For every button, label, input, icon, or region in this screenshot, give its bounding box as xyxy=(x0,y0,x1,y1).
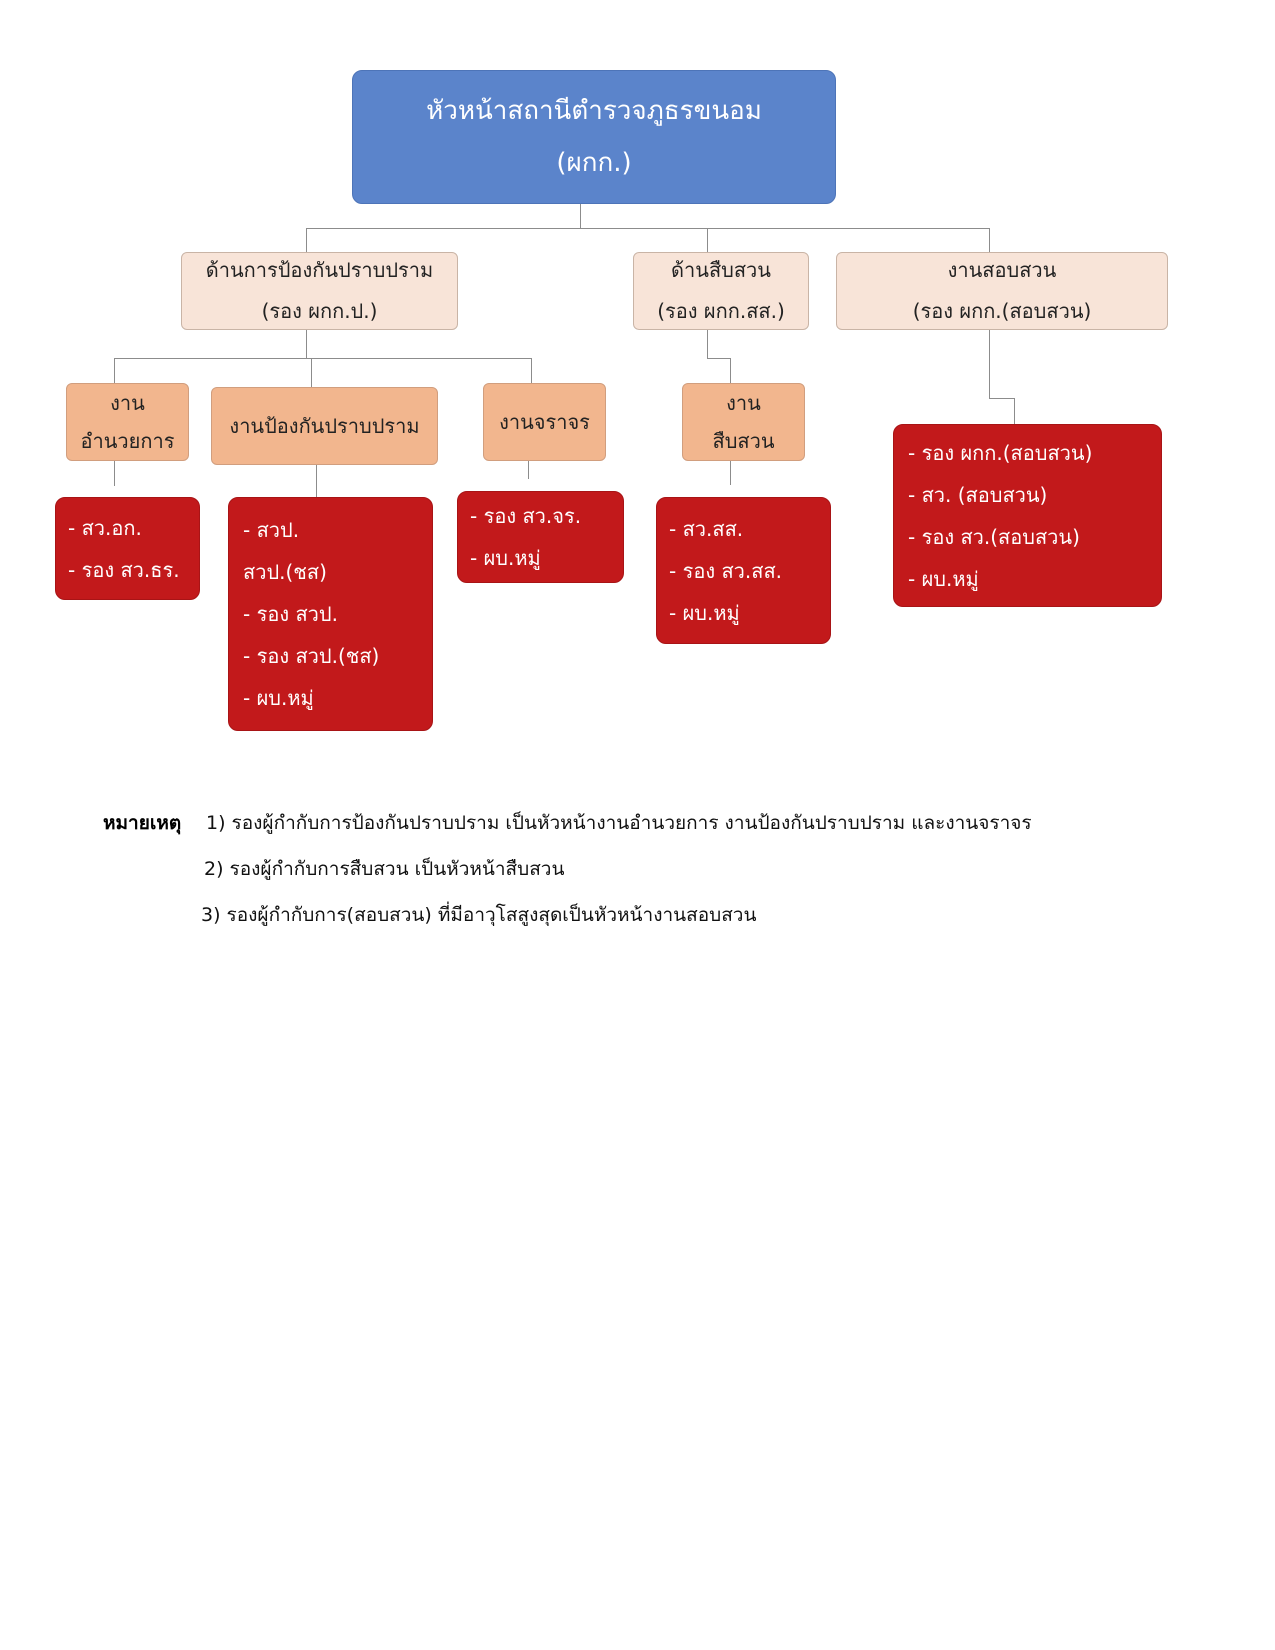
connector xyxy=(528,461,529,479)
division-investigation: ด้านสืบสวน (รอง ผกก.สส.) xyxy=(620,252,809,330)
note-item: 3) รองผู้กำกับการ(สอบสวน) ที่มีอาวุโสสูง… xyxy=(201,904,757,926)
staff-item: - รอง ผกก.(สอบสวน) xyxy=(908,440,1093,465)
division-head: (รอง ผกก.(สอบสวน) xyxy=(912,299,1092,323)
connector xyxy=(531,358,532,383)
connector xyxy=(114,358,115,383)
connector xyxy=(707,228,708,252)
connector xyxy=(989,398,1014,399)
staff-administration: - สว.อก. - รอง สว.ธร. xyxy=(42,497,200,600)
staff-investigation: - สว.สส. - รอง สว.สส. - ผบ.หมู่ xyxy=(643,497,831,644)
connector xyxy=(114,358,532,359)
staff-item: สวป.(ชส) xyxy=(243,560,327,584)
note-item: 2) รองผู้กำกับการสืบสวน เป็นหัวหน้าสืบสว… xyxy=(204,858,565,880)
connector xyxy=(114,461,115,486)
connector xyxy=(311,358,312,387)
division-inquiry: งานสอบสวน (รอง ผกก.(สอบสวน) xyxy=(823,252,1168,330)
unit-title: งานจราจร xyxy=(499,410,590,434)
division-title: ด้านการป้องกันปราบปราม xyxy=(205,258,434,282)
staff-prevention: - สวป. สวป.(ชส) - รอง สวป. - รอง สวป.(ชส… xyxy=(215,497,433,731)
staff-item: - รอง สวป. xyxy=(243,602,338,626)
connector xyxy=(306,228,307,252)
staff-item: - ผบ.หมู่ xyxy=(669,600,740,625)
chief-abbrev: (ผกก.) xyxy=(556,148,632,178)
connector xyxy=(316,465,317,497)
unit-traffic: งานจราจร xyxy=(470,383,606,461)
unit-title: อำนวยการ xyxy=(80,429,175,453)
unit-prevention: งานป้องกันปราบปราม xyxy=(198,387,438,465)
chief-title: หัวหน้าสถานีตำรวจภูธรขนอม xyxy=(426,96,762,126)
connector xyxy=(730,461,731,485)
connector xyxy=(989,228,990,252)
staff-traffic: - รอง สว.จร. - ผบ.หมู่ xyxy=(444,491,624,583)
staff-item: - สว. (สอบสวน) xyxy=(908,482,1048,507)
staff-item: - ผบ.หมู่ xyxy=(243,686,314,710)
connector xyxy=(306,330,307,358)
staff-item: - ผบ.หมู่ xyxy=(908,566,979,591)
connector xyxy=(707,358,730,359)
connector xyxy=(306,228,990,229)
staff-item: - รอง สว.(สอบสวน) xyxy=(908,524,1080,549)
connector xyxy=(707,330,708,358)
connector xyxy=(1014,398,1015,424)
division-prevention: ด้านการป้องกันปราบปราม (รอง ผกก.ป.) xyxy=(168,252,458,330)
unit-title: งาน xyxy=(110,391,145,415)
note-item: 1) รองผู้กำกับการป้องกันปราบปราม เป็นหัว… xyxy=(206,812,1032,834)
staff-item: - สวป. xyxy=(243,518,300,542)
staff-item: - สว.อก. xyxy=(68,515,142,540)
division-head: (รอง ผกก.ป.) xyxy=(261,299,378,323)
staff-item: - รอง สว.จร. xyxy=(470,504,582,528)
unit-title: งานป้องกันปราบปราม xyxy=(229,414,420,438)
staff-item: - รอง สว.สส. xyxy=(669,558,783,583)
connector xyxy=(730,358,731,383)
unit-title: สืบสวน xyxy=(712,429,775,453)
unit-administration: งาน อำนวยการ xyxy=(53,383,189,461)
connector xyxy=(989,330,990,398)
division-title: ด้านสืบสวน xyxy=(671,258,771,282)
staff-inquiry: - รอง ผกก.(สอบสวน) - สว. (สอบสวน) - รอง … xyxy=(880,424,1162,607)
staff-item: - สว.สส. xyxy=(669,516,744,541)
staff-item: - ผบ.หมู่ xyxy=(470,546,541,570)
division-title: งานสอบสวน xyxy=(947,258,1057,282)
unit-title: งาน xyxy=(726,391,761,415)
unit-investigation: งาน สืบสวน xyxy=(669,383,805,461)
notes-label: หมายเหตุ xyxy=(103,812,182,834)
connector xyxy=(580,204,581,228)
division-head: (รอง ผกก.สส.) xyxy=(657,299,785,323)
chief-box: หัวหน้าสถานีตำรวจภูธรขนอม (ผกก.) xyxy=(339,70,836,204)
staff-item: - รอง สว.ธร. xyxy=(68,557,180,582)
staff-item: - รอง สวป.(ชส) xyxy=(243,644,380,668)
